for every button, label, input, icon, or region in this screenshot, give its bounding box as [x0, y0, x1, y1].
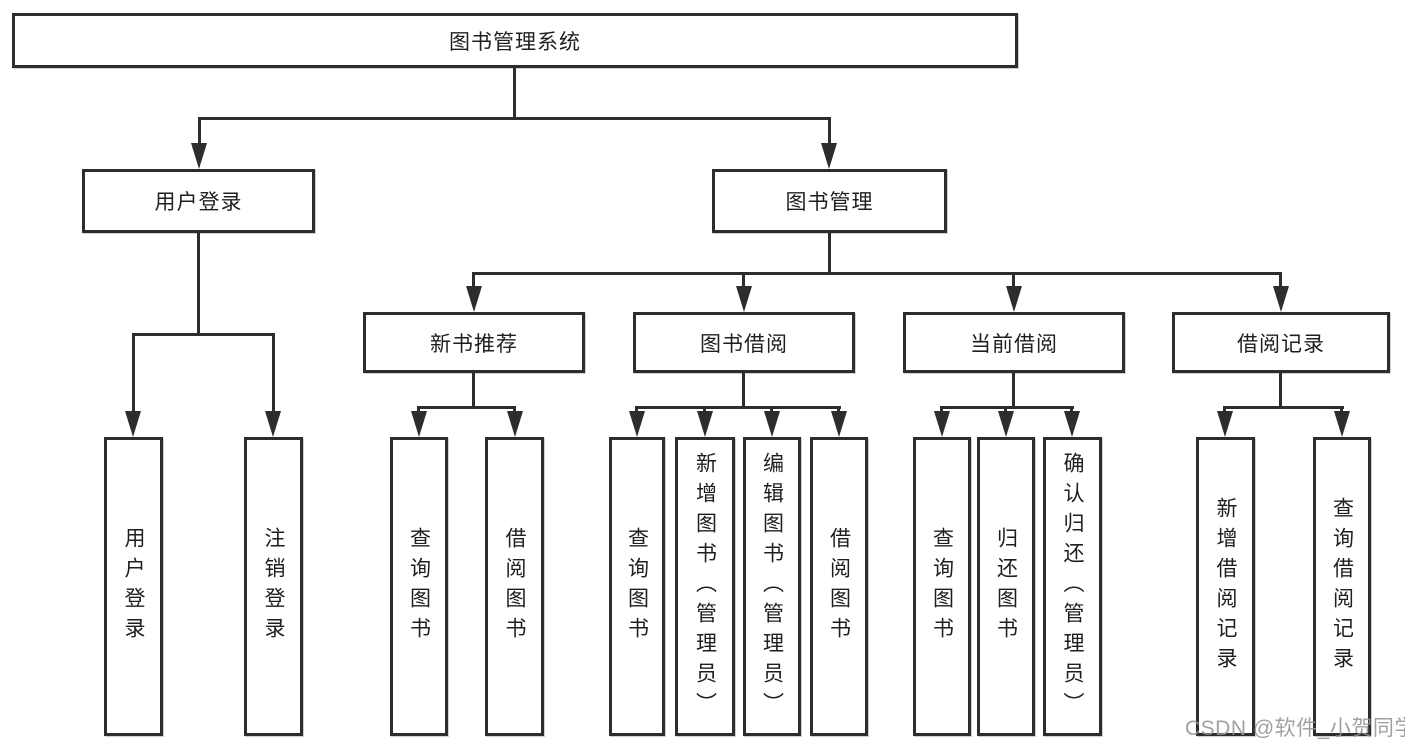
leaf-borrow-books-label: 借阅图书: [827, 526, 851, 647]
arrow-down-icon: [125, 411, 141, 437]
arrow-down-icon: [821, 143, 837, 169]
csdn-watermark: CSDN @软件_小贺同学: [1185, 717, 1405, 740]
arrow-down-icon: [1334, 411, 1350, 437]
leaf-query-books-borrow: 查询图书: [609, 437, 665, 736]
arrow-down-icon: [831, 411, 847, 437]
leaf-edit-books-admin-label: 编辑图书（管理员）: [760, 451, 784, 722]
connector-line: [198, 117, 201, 153]
node-current-borrow: 当前借阅: [903, 312, 1125, 373]
arrow-down-icon: [265, 411, 281, 437]
node-new-book-recommend: 新书推荐: [363, 312, 585, 373]
leaf-query-books-current-label: 查询图书: [930, 526, 954, 647]
arrow-down-icon: [1064, 411, 1080, 437]
arrow-down-icon: [764, 411, 780, 437]
connector-line: [472, 272, 1282, 275]
node-borrow-records-label: 借阅记录: [1237, 332, 1325, 356]
node-book-management: 图书管理: [712, 169, 947, 233]
arrow-down-icon: [1273, 286, 1289, 312]
leaf-query-books-current: 查询图书: [913, 437, 971, 736]
leaf-logout-label: 注销登录: [262, 526, 285, 647]
leaf-add-books-admin-label: 新增图书（管理员）: [693, 451, 717, 722]
connector-line: [940, 406, 1074, 409]
arrow-down-icon: [934, 411, 950, 437]
connector-line: [1012, 272, 1015, 292]
arrow-down-icon: [736, 286, 752, 312]
connector-line: [513, 68, 516, 117]
leaf-user-login-label: 用户登录: [122, 526, 145, 647]
leaf-confirm-return-admin: 确认归还（管理员）: [1043, 437, 1102, 736]
arrow-down-icon: [411, 411, 427, 437]
node-root-label: 图书管理系统: [449, 30, 581, 54]
leaf-user-login: 用户登录: [104, 437, 163, 736]
arrow-down-icon: [629, 411, 645, 437]
connector-line: [132, 333, 135, 417]
node-book-borrow-label: 图书借阅: [700, 332, 788, 356]
connector-line: [1279, 272, 1282, 292]
node-book-management-label: 图书管理: [785, 191, 874, 214]
arrow-down-icon: [1006, 286, 1022, 312]
leaf-confirm-return-admin-label: 确认归还（管理员）: [1061, 451, 1084, 722]
connector-line: [417, 406, 516, 409]
connector-line: [635, 406, 841, 409]
connector-line: [472, 373, 475, 406]
connector-line: [742, 272, 745, 292]
node-book-borrow: 图书借阅: [633, 312, 855, 373]
leaf-query-borrow-record: 查询借阅记录: [1313, 437, 1371, 736]
node-user-login: 用户登录: [82, 169, 315, 233]
arrow-down-icon: [998, 411, 1014, 437]
leaf-return-books: 归还图书: [977, 437, 1035, 736]
arrow-down-icon: [507, 411, 523, 437]
leaf-add-borrow-record: 新增借阅记录: [1196, 437, 1255, 736]
leaf-query-borrow-record-label: 查询借阅记录: [1330, 496, 1354, 677]
connector-line: [197, 233, 200, 333]
leaf-query-books-recommend-label: 查询图书: [407, 526, 431, 647]
node-borrow-records: 借阅记录: [1172, 312, 1390, 373]
node-current-borrow-label: 当前借阅: [970, 332, 1058, 356]
connector-line: [132, 333, 275, 336]
leaf-add-books-admin: 新增图书（管理员）: [675, 437, 735, 736]
node-new-book-recommend-label: 新书推荐: [430, 332, 518, 356]
node-user-login-label: 用户登录: [154, 191, 243, 214]
leaf-borrow-books-recommend: 借阅图书: [485, 437, 544, 736]
leaf-borrow-books-recommend-label: 借阅图书: [503, 526, 526, 647]
leaf-return-books-label: 归还图书: [994, 526, 1018, 647]
connector-line: [1012, 373, 1015, 406]
connector-line: [828, 117, 831, 153]
arrow-down-icon: [466, 286, 482, 312]
leaf-borrow-books: 借阅图书: [810, 437, 868, 736]
connector-line: [742, 373, 745, 406]
node-root: 图书管理系统: [12, 13, 1018, 68]
arrow-down-icon: [697, 411, 713, 437]
leaf-logout: 注销登录: [244, 437, 303, 736]
leaf-query-books-borrow-label: 查询图书: [625, 526, 649, 647]
connector-line: [272, 333, 275, 417]
connector-line: [828, 233, 831, 272]
connector-line: [1279, 373, 1282, 406]
leaf-edit-books-admin: 编辑图书（管理员）: [743, 437, 801, 736]
arrow-down-icon: [1217, 411, 1233, 437]
leaf-add-borrow-record-label: 新增借阅记录: [1214, 496, 1237, 677]
leaf-query-books-recommend: 查询图书: [390, 437, 448, 736]
connector-line: [472, 272, 475, 292]
arrow-down-icon: [191, 143, 207, 169]
connector-line: [198, 117, 831, 120]
connector-line: [1223, 406, 1344, 409]
